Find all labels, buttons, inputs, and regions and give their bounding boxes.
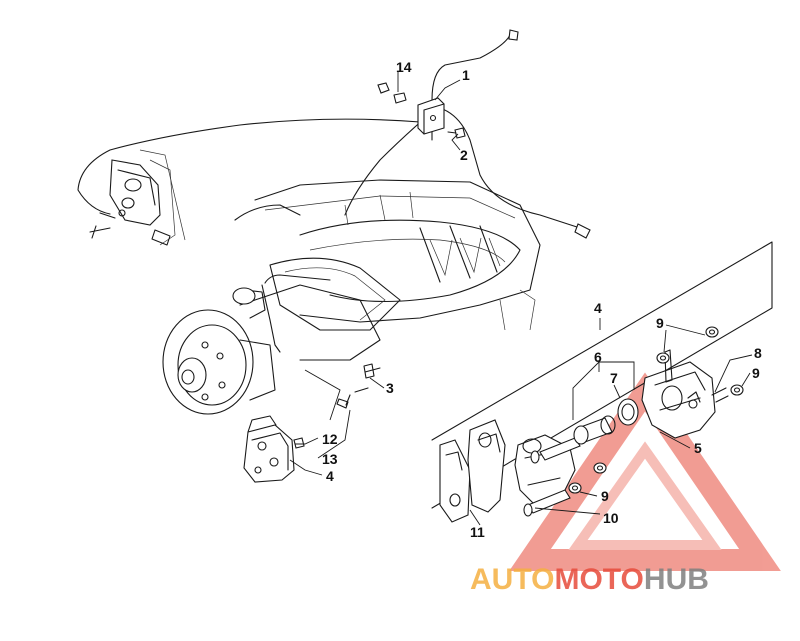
bleeder-and-washers <box>656 326 744 403</box>
part-label-6: 6 <box>594 349 602 365</box>
watermark-wordmark: AUTOMOTOHUB <box>470 563 709 596</box>
junction-bolt <box>447 127 466 139</box>
watermark-part-hub: HUB <box>644 563 709 596</box>
mount-bolt-14 <box>377 82 407 104</box>
svg-text:AUTOMOTOHUB: AUTOMOTOHUB <box>470 563 709 596</box>
boot-washers <box>568 462 607 494</box>
part-label-9-c: 9 <box>601 488 609 504</box>
part-label-3: 3 <box>386 380 394 396</box>
leader-lines <box>289 72 753 526</box>
part-label-5: 5 <box>694 440 702 456</box>
hose-junction-block <box>417 97 445 135</box>
part-label-2: 2 <box>460 147 468 163</box>
caliper-piston <box>573 415 616 445</box>
part-label-12: 12 <box>322 431 338 447</box>
wheel-hub <box>162 287 276 415</box>
brake-line-hose <box>77 29 591 353</box>
part-label-9-a: 9 <box>656 315 664 331</box>
exploded-caliper-group-outline <box>431 241 773 509</box>
part-label-4-top: 4 <box>594 300 602 316</box>
part-label-1: 1 <box>462 67 470 83</box>
slide-pins <box>523 437 581 517</box>
piston-seal <box>617 398 639 426</box>
rear-brake-caliper-assembly <box>89 149 186 246</box>
part-label-4-caliper: 4 <box>326 468 334 484</box>
watermark-part-moto: MOTO <box>554 563 643 596</box>
atv-chassis-frame <box>234 179 541 361</box>
part-label-11: 11 <box>470 524 485 540</box>
caliper-housing <box>641 349 716 439</box>
part-label-10: 10 <box>603 510 619 526</box>
watermark-part-auto: AUTO <box>470 563 554 596</box>
part-label-14: 14 <box>396 59 412 75</box>
part-label-13: 13 <box>322 451 338 467</box>
part-label-7: 7 <box>610 370 618 386</box>
brake-pads <box>439 419 506 523</box>
watermark-triangle-logo <box>509 372 781 571</box>
part-label-9-b: 9 <box>752 365 760 381</box>
front-brake-caliper-installed <box>243 415 295 483</box>
part-label-8: 8 <box>754 345 762 361</box>
part-number-labels: 1 2 3 4 4 5 6 7 8 9 9 9 10 11 12 13 14 <box>322 59 762 540</box>
caliper-mount-bolts <box>293 363 381 449</box>
